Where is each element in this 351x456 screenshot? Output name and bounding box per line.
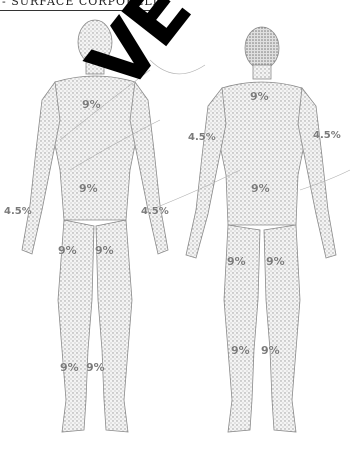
front-left-thigh-pct: 9% xyxy=(58,244,77,257)
back-upper-pct: 9% xyxy=(250,90,269,103)
back-right-leg-pct: 9% xyxy=(261,344,280,357)
front-left-leg-pct: 9% xyxy=(60,361,79,374)
back-torso xyxy=(216,82,308,225)
front-right-leg-pct: 9% xyxy=(86,361,105,374)
back-figure xyxy=(186,27,336,432)
back-left-leg-pct: 9% xyxy=(231,344,250,357)
back-left-thigh-pct: 9% xyxy=(227,255,246,268)
front-right-thigh-pct: 9% xyxy=(95,244,114,257)
front-left-arm-pct: 4.5% xyxy=(4,206,32,217)
front-right-arm-pct: 4.5% xyxy=(141,206,169,217)
back-head xyxy=(245,27,279,69)
front-arm-right xyxy=(130,82,168,254)
back-left-arm-pct: 4.5% xyxy=(188,132,216,143)
back-neck xyxy=(253,65,271,79)
back-right-arm-pct: 4.5% xyxy=(313,130,341,141)
back-arm-left xyxy=(186,88,226,258)
front-chest-pct: 9% xyxy=(82,98,101,111)
back-lower-pct: 9% xyxy=(251,182,270,195)
front-arm-left xyxy=(22,82,60,254)
back-right-thigh-pct: 9% xyxy=(266,255,285,268)
back-arm-right xyxy=(298,88,336,258)
front-abdomen-pct: 9% xyxy=(79,182,98,195)
